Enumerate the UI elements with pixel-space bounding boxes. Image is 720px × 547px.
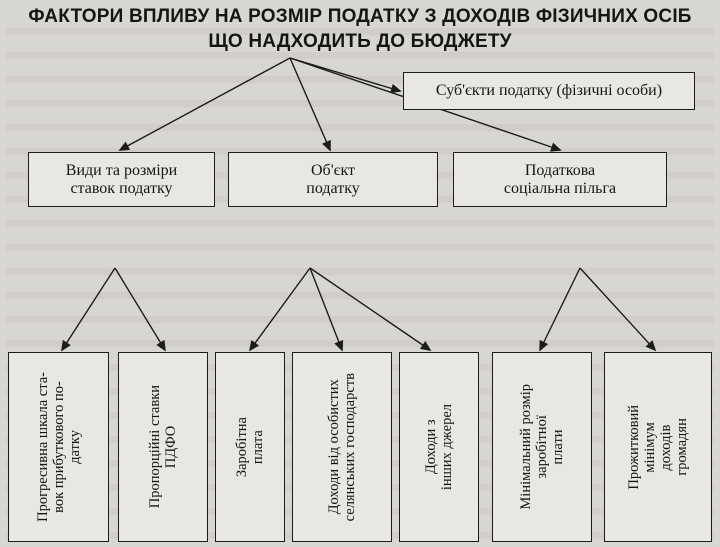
wages-line-1: Заробітна [234,416,250,478]
proportional-rates-box: Пропорційні ставки ПДФО [118,352,208,542]
texture-line [6,148,714,155]
subsistence-minimum-line-1: Прожитковий [626,404,642,490]
progressive-scale-box: Прогресивна шкала ста- вок прибуткового … [8,352,109,542]
subsistence-minimum-line-3: доходів [658,423,674,471]
arrow-to-minimum-wage [539,267,581,351]
arrow-to-subsistence-head [645,340,657,352]
object-line-2: податку [306,179,360,197]
arrow-to-proportional [114,267,166,351]
arrow-to-other-sources [309,267,431,351]
arrow-to-wages-head [248,339,260,352]
minimum-wage-line-1: Мінімальний розмір [518,384,534,510]
title-line-2: ЩО НАДХОДИТЬ ДО БЮДЖЕТУ [208,31,512,52]
minimum-wage-line-2: заробітної [534,415,550,479]
texture-line [6,244,714,251]
texture-line [6,340,714,347]
title-line-1: ФАКТОРИ ВПЛИВУ НА РОЗМІР ПОДАТКУ З ДОХОД… [28,6,692,27]
wages-line-2: плата [250,429,266,464]
texture-line [6,268,714,275]
minimum-wage-line-3: плати [550,429,566,465]
subsistence-minimum-line-2: мінімум [642,421,658,473]
subjects-label: Суб'єкти податку (фізичні особи) [435,82,663,99]
progressive-scale-line-2: вок прибуткового по- [50,381,67,513]
texture-line [6,220,714,227]
rates-line-2: ставок податку [70,179,173,197]
progressive-scale-line-3: датку [66,430,83,464]
rates-box: Види та розміри ставок податку [28,152,215,207]
social-benefit-line-2: соціальна пільга [503,179,617,197]
arrow-to-subjects [289,57,401,92]
social-benefit-box: Податкова соціальна пільга [453,152,667,207]
texture-line [6,100,714,107]
arrow-to-subsistence [579,267,656,351]
arrow-to-object [289,57,331,151]
wages-box: Заробітна плата [215,352,285,542]
household-income-box: Доходи від особистих селянських господар… [292,352,392,542]
proportional-rates-line-1: Пропорційні ставки [147,385,163,509]
progressive-scale-line-1: Прогресивна шкала ста- [34,372,51,522]
arrow-to-social-benefit-head [550,142,562,152]
texture-line [6,316,714,323]
subsistence-minimum-line-4: громадян [674,418,690,476]
arrow-to-wages [249,267,311,351]
rates-line-1: Види та розміри [65,161,178,179]
texture-line [6,52,714,59]
arrow-to-household-head [334,339,344,352]
texture-line [6,28,714,35]
other-sources-line-2: інших джерел [439,403,455,491]
minimum-wage-box: Мінімальний розмір заробітної плати [492,352,592,542]
arrow-to-object-head [322,139,331,152]
arrow-to-progressive [61,267,116,351]
object-box: Об'єкт податку [228,152,438,207]
arrow-to-subjects-head [390,83,402,93]
object-line-1: Об'єкт [311,161,355,179]
arrow-to-proportional-head [156,339,166,352]
texture-line [6,124,714,131]
arrow-to-rates [119,57,291,151]
arrow-to-progressive-head [61,339,71,352]
household-income-line-2: селянських господарств [342,372,358,522]
arrow-to-minimum-wage-head [539,339,549,352]
texture-line [6,292,714,299]
other-sources-line-1: Доходи з [423,419,439,475]
arrow-to-other-sources-head [419,341,432,351]
other-sources-box: Доходи з інших джерел [399,352,479,542]
subsistence-minimum-box: Прожитковий мінімум доходів громадян [604,352,712,542]
arrow-to-rates-head [118,141,131,151]
arrow-to-household [309,267,343,351]
diagram-title: ФАКТОРИ ВПЛИВУ НА РОЗМІР ПОДАТКУ З ДОХОД… [0,6,720,53]
subjects-box: Суб'єкти податку (фізичні особи) [403,72,695,110]
social-benefit-line-1: Податкова [524,161,596,179]
household-income-line-1: Доходи від особистих [326,379,342,515]
proportional-rates-line-2: ПДФО [163,425,179,469]
